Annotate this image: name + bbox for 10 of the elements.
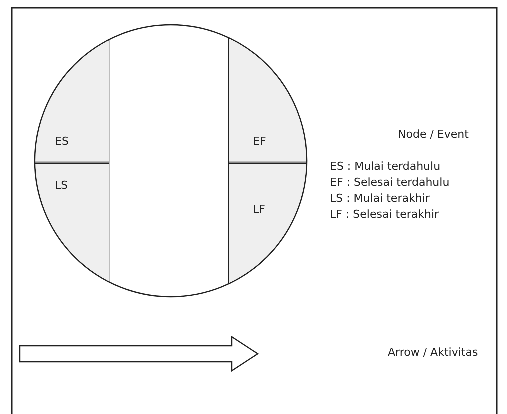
- section-label: LF: [253, 203, 266, 216]
- definition-text: LF : Selesai terakhir: [330, 208, 440, 221]
- section-label: LS: [55, 179, 68, 192]
- definition-text: EF : Selesai terdahulu: [330, 176, 450, 189]
- definition-text: ES : Mulai terdahulu: [330, 160, 441, 173]
- legend-heading: Arrow / Aktivitas: [388, 346, 478, 359]
- section-label: ES: [55, 135, 69, 148]
- legend-heading: Node / Event: [398, 128, 469, 141]
- section-label: EF: [253, 135, 266, 148]
- definition-text: LS : Mulai terakhir: [330, 192, 430, 205]
